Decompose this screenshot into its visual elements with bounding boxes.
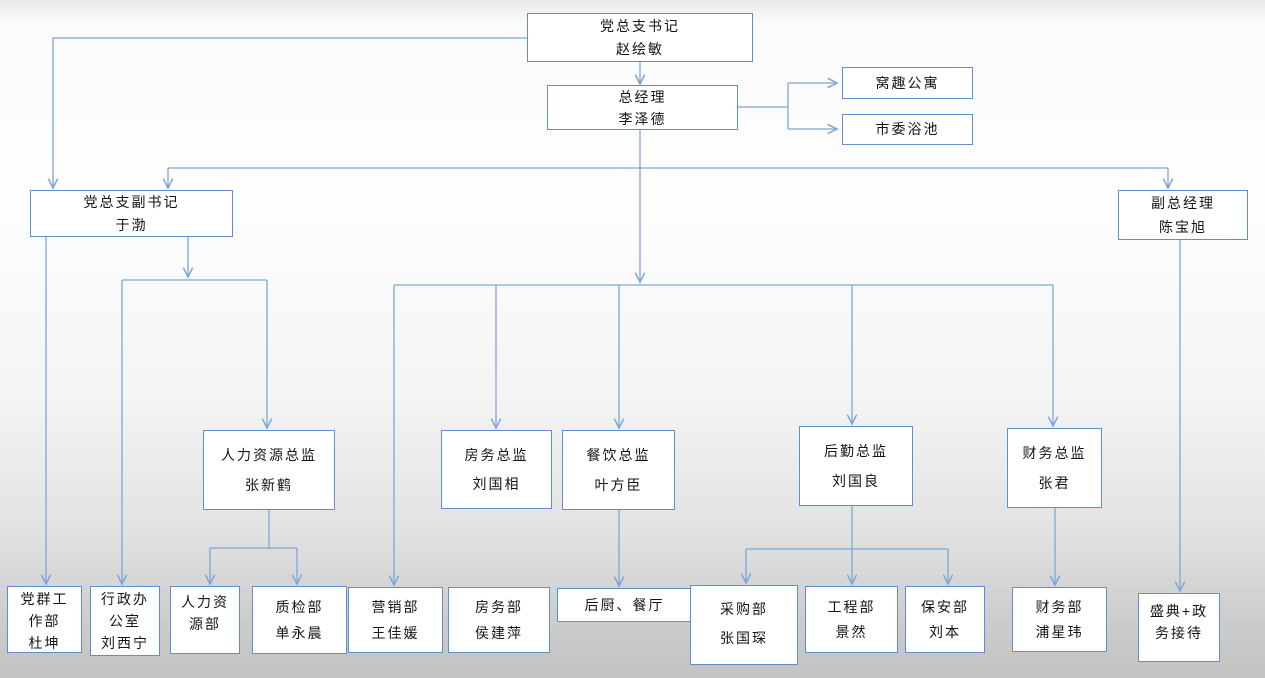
node-logistics-director: 后勤总监 刘国良 [799,426,913,506]
node-person: 张新鹤 [245,477,293,493]
node-title: 行政办公室 [101,591,149,629]
node-person: 杜坤 [28,635,61,651]
node-title: 采购部 [720,601,768,617]
node-party-mass-dept: 党群工作部 杜坤 [7,586,82,653]
node-title: 房务总监 [464,446,529,463]
node-title: 餐饮总监 [586,447,651,463]
node-admin-office: 行政办公室 刘西宁 [90,586,160,656]
node-title: 财务总监 [1022,445,1087,461]
node-person: 浦星玮 [1035,624,1084,640]
node-title: 后厨、餐厅 [584,596,665,613]
node-ceremony-reception: 盛典+政务接待 [1138,593,1220,662]
node-hr-director: 人力资源总监 张新鹤 [203,430,335,510]
node-title: 质检部 [275,599,324,615]
node-rooms-director: 房务总监 刘国相 [441,430,552,509]
node-title: 后勤总监 [824,443,888,459]
node-title: 副总经理 [1151,195,1215,211]
node-title: 人力资源部 [181,594,229,632]
node-person: 刘国良 [832,473,880,489]
node-title: 财务部 [1035,599,1084,615]
node-person: 单永晨 [275,625,324,641]
node-deputy-party-secretary: 党总支副书记 于渤 [30,190,233,237]
node-deputy-general-manager: 副总经理 陈宝旭 [1118,190,1248,240]
node-title: 工程部 [827,598,876,615]
node-title: 营销部 [371,599,420,616]
node-rooms-dept: 房务部 侯建萍 [448,587,550,653]
node-person: 李泽德 [618,110,667,127]
node-person: 王佳媛 [371,624,420,641]
node-title: 党总支书记 [600,17,680,34]
node-person: 张国琛 [720,630,768,646]
node-purchasing-dept: 采购部 张国琛 [690,585,798,665]
node-person: 张君 [1038,475,1071,491]
node-security-dept: 保安部 刘本 [905,586,985,653]
node-title: 窝趣公寓 [875,74,940,91]
node-title: 保安部 [921,598,969,615]
node-title: 盛典+政务接待 [1149,603,1209,641]
node-person: 侯建萍 [475,624,523,641]
node-person: 刘本 [929,624,961,641]
node-marketing-dept: 营销部 王佳媛 [348,587,443,653]
node-person: 叶方臣 [594,477,643,493]
node-finance-dept: 财务部 浦星玮 [1012,587,1107,652]
node-person: 景然 [835,624,868,641]
node-fb-director: 餐饮总监 叶方臣 [562,430,675,510]
node-engineering-dept: 工程部 景然 [805,586,898,653]
node-kitchen-dining: 后厨、餐厅 [557,588,692,622]
node-person: 陈宝旭 [1159,219,1207,235]
node-hr-dept: 人力资源部 [170,586,240,654]
node-title: 党群工作部 [20,591,69,629]
node-title: 市委浴池 [875,121,940,137]
node-person: 刘西宁 [101,635,149,651]
node-general-manager: 总经理 李泽德 [547,85,738,130]
node-person: 刘国相 [472,476,521,493]
node-woqu-apartment: 窝趣公寓 [842,67,973,99]
node-person: 赵绘敏 [616,40,664,57]
node-title: 党总支副书记 [83,193,180,210]
node-finance-director: 财务总监 张君 [1007,428,1102,508]
node-qc-dept: 质检部 单永晨 [252,586,347,654]
node-city-bath: 市委浴池 [842,114,973,145]
edge-secretary-to-deputy-secretary [47,37,527,190]
node-title: 人力资源总监 [221,447,317,463]
node-person: 于渤 [115,216,148,233]
node-party-secretary: 党总支书记 赵绘敏 [527,13,753,62]
node-title: 房务部 [475,599,523,616]
node-title: 总经理 [618,88,667,105]
